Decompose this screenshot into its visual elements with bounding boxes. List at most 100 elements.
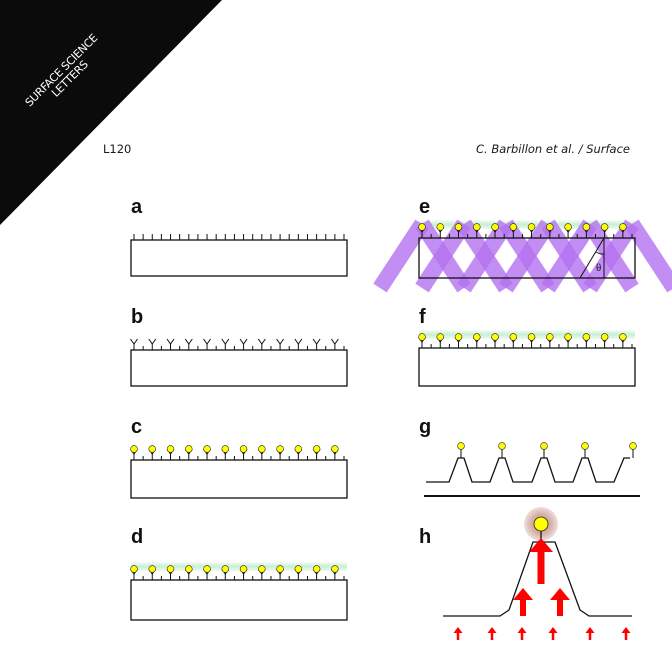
molecule	[130, 565, 138, 573]
receptor-cup	[148, 338, 157, 345]
molecule	[239, 565, 248, 573]
molecule	[619, 223, 627, 231]
substrate-a	[130, 239, 348, 277]
panel-a	[130, 234, 348, 277]
panel-b	[130, 338, 348, 387]
molecule	[331, 565, 339, 573]
molecule	[294, 565, 303, 573]
molecule	[294, 445, 303, 453]
panel-e: θ	[373, 219, 672, 293]
panel-label-b: b	[131, 306, 144, 328]
panel-g	[424, 442, 640, 497]
medium-force-arrow-shaft	[557, 599, 563, 616]
small-force-arrow-shaft	[490, 632, 494, 640]
surface-profile-g	[426, 457, 630, 483]
bound-molecules-e	[418, 223, 633, 238]
small-force-arrow-shaft	[624, 632, 628, 640]
small-force-arrow-head	[621, 627, 631, 633]
molecule	[418, 333, 426, 341]
bound-molecules-c	[130, 445, 345, 460]
molecule	[582, 333, 591, 341]
molecule	[527, 333, 536, 341]
molecule	[185, 565, 193, 573]
tip-molecule	[540, 442, 548, 450]
small-force-arrow-shaft	[520, 632, 524, 640]
receptor-cup	[130, 338, 138, 345]
molecule	[491, 333, 499, 341]
journal-corner-band	[0, 0, 222, 225]
molecule	[239, 445, 248, 453]
molecule	[564, 223, 572, 231]
molecule	[312, 565, 321, 573]
substrate-d	[130, 579, 348, 621]
light-beam	[541, 219, 597, 293]
molecule	[454, 223, 463, 231]
molecule	[600, 333, 609, 341]
molecule	[600, 223, 609, 231]
small-force-arrow-shaft	[456, 632, 460, 640]
substrate-c	[130, 459, 348, 499]
molecule	[166, 565, 175, 573]
small-force-arrow-shaft	[551, 632, 555, 640]
receptor-cup	[312, 338, 321, 345]
tip-molecule	[581, 442, 589, 450]
molecule	[454, 333, 463, 341]
medium-force-arrow-head	[513, 588, 533, 600]
large-force-arrow-shaft	[537, 551, 545, 584]
molecule	[331, 445, 339, 453]
molecule	[473, 333, 481, 341]
molecule	[436, 333, 444, 341]
molecule	[491, 223, 499, 231]
field-arrows-h	[453, 538, 631, 640]
light-beams-e	[373, 219, 672, 293]
glow-layer-d	[131, 562, 347, 571]
tip-molecule	[498, 442, 506, 450]
panel-d	[130, 562, 348, 621]
receptor-cup	[330, 338, 339, 345]
glow-layer-e	[419, 220, 635, 229]
molecule	[418, 223, 426, 231]
molecule	[203, 565, 211, 573]
receptor-linkers-b	[130, 338, 345, 350]
small-force-arrow-shaft	[588, 632, 592, 640]
medium-force-arrow-shaft	[520, 599, 526, 616]
molecule	[148, 565, 156, 573]
receptor-cup	[184, 338, 193, 345]
angle-arc-e	[595, 251, 605, 255]
panel-label-a: a	[131, 196, 143, 218]
panel-label-h: h	[419, 526, 432, 548]
linker-ticks-a	[133, 234, 345, 240]
molecule	[436, 223, 444, 231]
panel-label-f: f	[419, 306, 426, 328]
molecule	[276, 445, 284, 453]
panel-label-e: e	[419, 196, 431, 218]
receptor-cup	[276, 338, 284, 345]
molecule	[130, 445, 138, 453]
bound-molecules-d	[130, 565, 345, 580]
panel-label-d: d	[131, 526, 144, 548]
molecule	[546, 223, 554, 231]
substrate-f	[418, 347, 636, 387]
substrate-e	[418, 237, 636, 279]
molecule-h	[533, 516, 549, 532]
receptor-cup	[166, 338, 175, 345]
molecule	[582, 223, 591, 231]
small-force-arrow-head	[517, 627, 527, 633]
molecule	[527, 223, 536, 231]
panel-label-c: c	[131, 416, 143, 438]
molecule	[221, 565, 230, 573]
medium-force-arrow-head	[550, 588, 570, 600]
tip-molecule	[457, 442, 465, 450]
panel-c	[130, 445, 348, 499]
receptor-cup	[221, 338, 230, 345]
small-force-arrow-head	[548, 627, 558, 633]
panel-label-g: g	[419, 416, 432, 438]
molecule	[258, 445, 266, 453]
molecule	[203, 445, 211, 453]
receptor-cup	[294, 338, 303, 345]
molecule	[276, 565, 284, 573]
molecule	[166, 445, 175, 453]
molecule	[509, 223, 518, 231]
running-head: C. Barbillon et al. / Surface	[476, 142, 631, 156]
